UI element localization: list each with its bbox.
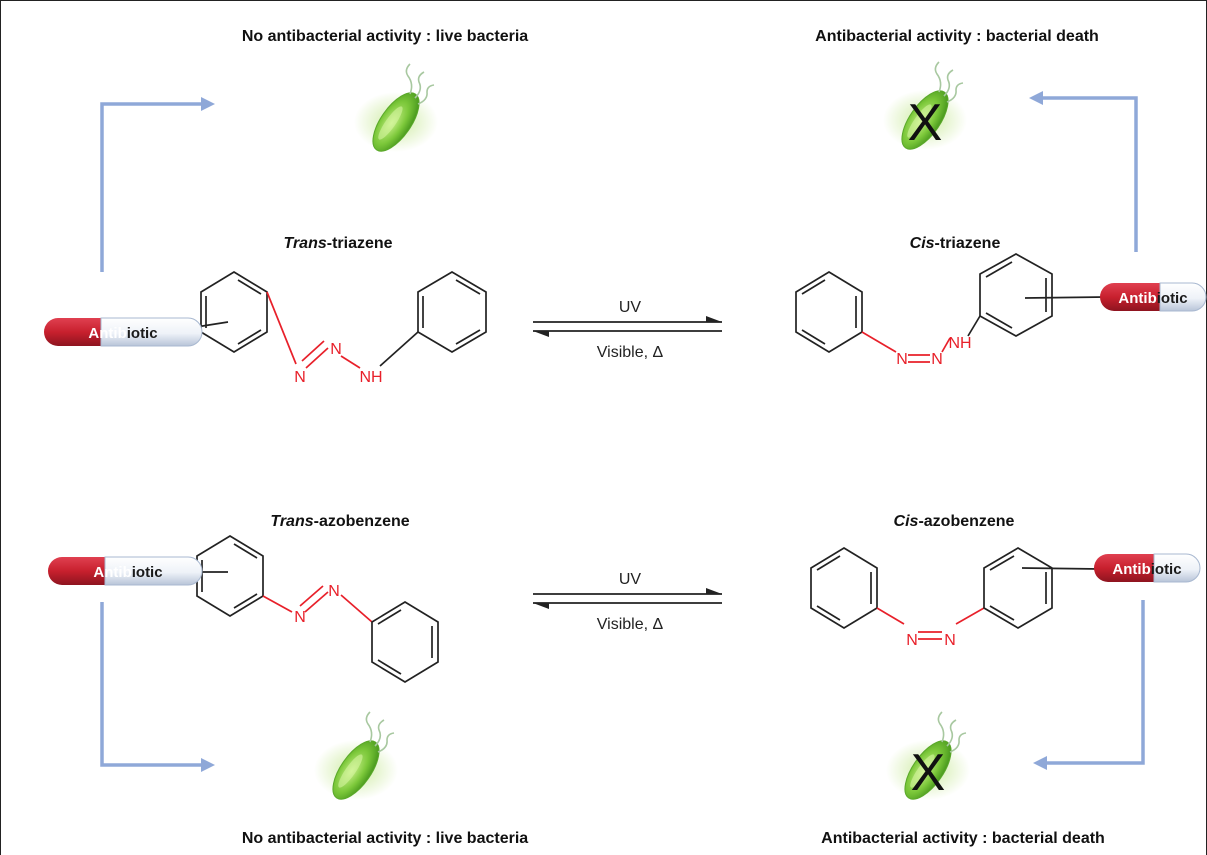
title-cis-triazene: Cis-triazene [910, 235, 1001, 252]
flow-arrow-bottom-right [1033, 600, 1145, 770]
capsule-cis-triazene: Antibiotic [1100, 282, 1207, 312]
capsule-text-red: Antib [88, 325, 126, 342]
flow-arrow-bottom-left [100, 602, 215, 772]
title-cis-triazene-prefix: Cis [910, 235, 935, 252]
svg-text:Antibiotic: Antibiotic [93, 564, 162, 581]
flow-arrow-top-right [1029, 91, 1138, 252]
title-trans-azobenzene-suffix: -azobenzene [314, 513, 410, 530]
capsule-trans-triazene: Antibiotic [44, 317, 203, 347]
atom-n1-cis-triazene: N [896, 351, 908, 368]
title-cis-azobenzene-suffix: -azobenzene [918, 513, 1014, 530]
title-trans-triazene-prefix: Trans [283, 235, 326, 252]
flow-arrow-top-left [100, 97, 215, 272]
svg-text:Antibiotic: Antibiotic [1118, 290, 1187, 307]
header-bottom-left: No antibacterial activity : live bacteri… [242, 830, 528, 847]
bacteria-live-bottom-icon [313, 711, 399, 808]
capsule-text-white: iotic [132, 564, 163, 581]
header-top-right: Antibacterial activity : bacterial death [815, 28, 1099, 45]
capsule-text-white: iotic [127, 325, 158, 342]
atom-n2-cis-azobenzene: N [944, 632, 956, 649]
atom-n1-trans-azobenzene: N [294, 609, 306, 626]
capsule-text-white: iotic [1151, 561, 1182, 578]
title-cis-azobenzene-prefix: Cis [894, 513, 919, 530]
title-trans-azobenzene-prefix: Trans [270, 513, 313, 530]
condition-visible-triazene: Visible, Δ [597, 344, 664, 361]
atom-n2-trans-azobenzene: N [328, 583, 340, 600]
condition-uv-triazene: UV [619, 299, 642, 316]
atom-n1-cis-azobenzene: N [906, 632, 918, 649]
capsule-text-white: iotic [1157, 290, 1188, 307]
title-trans-triazene: Trans-triazene [283, 235, 392, 252]
title-trans-triazene-suffix: -triazene [327, 235, 393, 252]
title-trans-azobenzene: Trans-azobenzene [270, 513, 409, 530]
structure-trans-triazene [157, 271, 487, 369]
equilibrium-arrows-azobenzene [533, 588, 722, 609]
atom-nh-cis-triazene: NH [948, 335, 971, 352]
title-cis-triazene-suffix: -triazene [935, 235, 1001, 252]
condition-visible-azobenzene: Visible, Δ [597, 616, 664, 633]
structure-cis-triazene [795, 253, 1107, 363]
atom-nh-trans-triazene: NH [359, 369, 382, 386]
bacteria-live-top-icon [353, 63, 439, 160]
capsule-text-red: Antib [1112, 561, 1150, 578]
atom-n1-trans-triazene: N [294, 369, 306, 386]
svg-text:Antibiotic: Antibiotic [1112, 561, 1181, 578]
capsule-trans-azobenzene: Antibiotic [48, 556, 203, 586]
death-x-top-icon: X [908, 94, 943, 152]
equilibrium-arrows-triazene [533, 316, 722, 337]
header-top-left: No antibacterial activity : live bacteri… [242, 28, 528, 45]
structure-cis-azobenzene [810, 547, 1101, 640]
capsule-cis-azobenzene: Antibiotic [1094, 553, 1201, 583]
death-x-bottom-icon: X [911, 744, 946, 802]
condition-uv-azobenzene: UV [619, 571, 642, 588]
title-cis-azobenzene: Cis-azobenzene [894, 513, 1015, 530]
atom-n2-trans-triazene: N [330, 341, 342, 358]
capsule-text-red: Antib [1118, 290, 1156, 307]
atom-n2-cis-triazene: N [931, 351, 943, 368]
svg-text:Antibiotic: Antibiotic [88, 325, 157, 342]
capsule-text-red: Antib [93, 564, 131, 581]
header-bottom-right: Antibacterial activity : bacterial death [821, 830, 1105, 847]
